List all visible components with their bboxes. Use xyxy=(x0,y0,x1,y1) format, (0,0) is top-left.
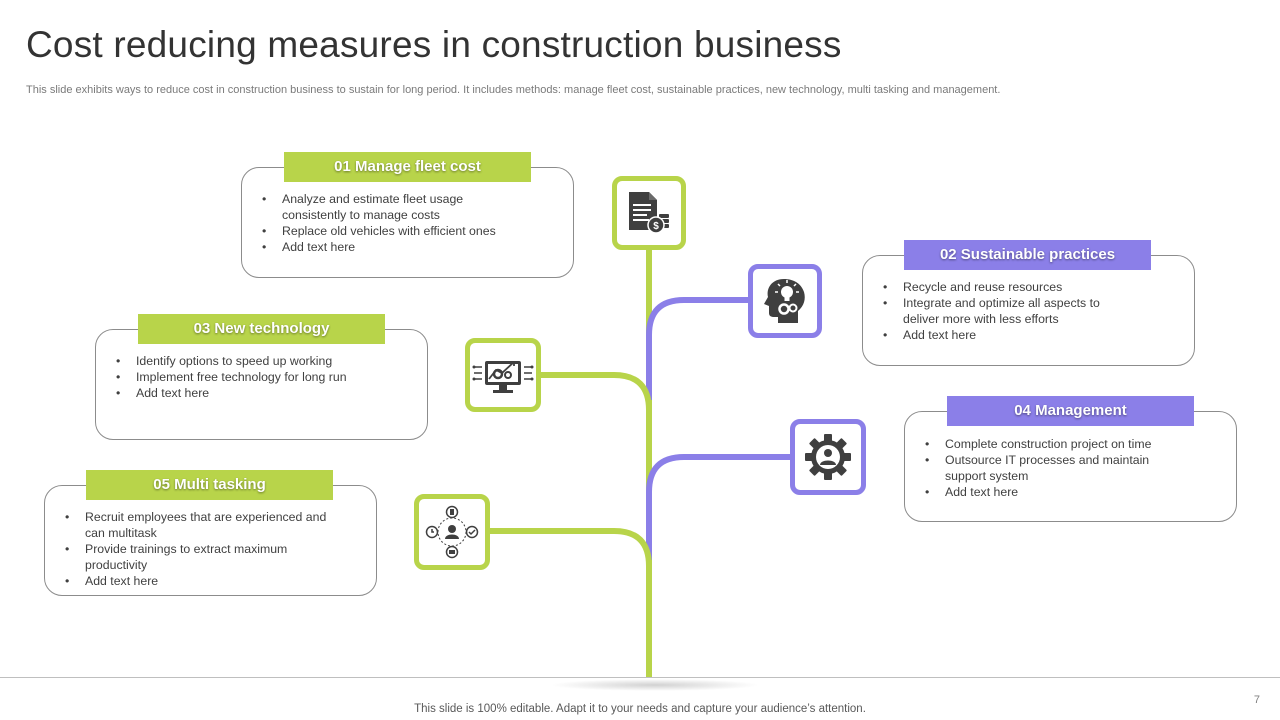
footer-divider xyxy=(0,677,1280,678)
bullet-item: Identify options to speed up working xyxy=(116,353,417,369)
document-dollar-icon: $ xyxy=(629,192,669,234)
bullet-item: Add text here xyxy=(883,327,1184,343)
bullet-list: Recruit employees that are experienced a… xyxy=(65,509,366,589)
bullet-item: Add text here xyxy=(65,573,366,589)
branch-02 xyxy=(646,297,750,400)
icon-box-management xyxy=(790,419,866,495)
bullet-item: Complete construction project on time xyxy=(925,436,1226,452)
bullet-item: Add text here xyxy=(116,385,417,401)
icon-box-multi-tasking xyxy=(414,494,490,570)
bullet-list: Analyze and estimate fleet usage consist… xyxy=(262,191,563,255)
svg-text:$: $ xyxy=(653,221,659,232)
label-new-technology: 03 New technology xyxy=(138,314,385,344)
page-title: Cost reducing measures in construction b… xyxy=(26,24,842,65)
bullet-item: Replace old vehicles with efficient ones xyxy=(262,223,563,239)
bullet-item: Provide trainings to extract maximum pro… xyxy=(65,541,325,573)
bullet-item: Implement free technology for long run xyxy=(116,369,417,385)
label-management: 04 Management xyxy=(947,396,1194,426)
card-sustainable-practices: Recycle and reuse resources Integrate an… xyxy=(862,255,1195,366)
label-manage-fleet-cost: 01 Manage fleet cost xyxy=(284,152,531,182)
branch-04 xyxy=(646,454,792,560)
card-multi-tasking: Recruit employees that are experienced a… xyxy=(44,485,377,596)
bullet-list: Identify options to speed up working Imp… xyxy=(116,353,417,401)
branch-03 xyxy=(541,372,652,430)
icon-box-new-technology xyxy=(465,338,541,412)
bullet-list: Recycle and reuse resources Integrate an… xyxy=(883,279,1184,343)
monitor-gears-icon xyxy=(472,361,534,393)
bullet-item: Add text here xyxy=(925,484,1226,500)
page-number: 7 xyxy=(1253,694,1260,706)
footer-shadow xyxy=(550,679,760,691)
card-manage-fleet-cost: Analyze and estimate fleet usage consist… xyxy=(241,167,574,278)
bullet-list: Complete construction project on time Ou… xyxy=(925,436,1226,500)
bullet-item: Recruit employees that are experienced a… xyxy=(65,509,335,541)
card-new-technology: Identify options to speed up working Imp… xyxy=(95,329,428,440)
bullet-item: Analyze and estimate fleet usage consist… xyxy=(262,191,492,223)
bullet-item: Recycle and reuse resources xyxy=(883,279,1184,295)
bullet-item: Integrate and optimize all aspects to de… xyxy=(883,295,1138,327)
head-bulb-gears-icon xyxy=(764,279,805,323)
label-sustainable-practices: 02 Sustainable practices xyxy=(904,240,1151,270)
icon-box-sustainable-practices xyxy=(748,264,822,338)
icon-box-manage-fleet-cost: $ xyxy=(612,176,686,250)
branch-05 xyxy=(490,528,652,600)
multitask-person-icon xyxy=(425,505,479,559)
footer-note: This slide is 100% editable. Adapt it to… xyxy=(414,703,866,715)
bullet-item: Add text here xyxy=(262,239,563,255)
page-subtitle: This slide exhibits ways to reduce cost … xyxy=(26,84,1001,96)
label-multi-tasking: 05 Multi tasking xyxy=(86,470,333,500)
gear-person-icon xyxy=(805,434,851,480)
card-management: Complete construction project on time Ou… xyxy=(904,411,1237,522)
bullet-item: Outsource IT processes and maintain supp… xyxy=(925,452,1185,484)
